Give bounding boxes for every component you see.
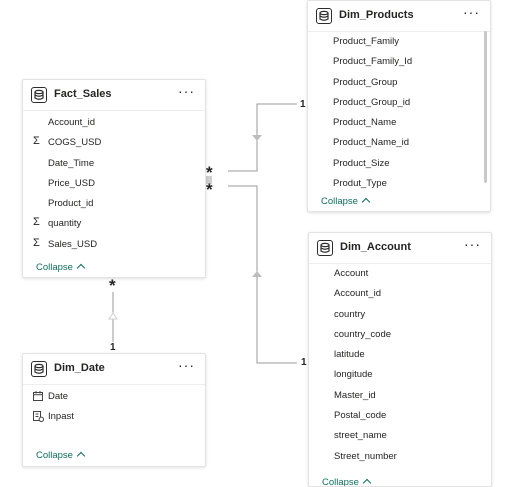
relationship-line-products	[228, 103, 297, 172]
cardinality-one-date: 1	[110, 342, 116, 353]
field-product-id[interactable]: Product_id	[48, 198, 94, 210]
field-longitude[interactable]: longitude	[334, 369, 373, 381]
table-title: Dim_Account	[340, 241, 411, 253]
field-account-id[interactable]: Account_id	[48, 117, 96, 128]
collapse-button[interactable]: Collapse	[36, 262, 86, 273]
sigma-icon: Σ	[33, 236, 40, 249]
field-product-group-id[interactable]: Product_Group_id	[333, 96, 411, 108]
chevron-up-icon	[76, 451, 86, 461]
field-list: Account Account_id country country_code …	[309, 264, 491, 467]
chevron-up-icon	[76, 263, 86, 273]
field-postal-code[interactable]: Postal_code	[334, 410, 387, 422]
sigma-icon: Σ	[33, 216, 40, 229]
database-table-icon	[31, 361, 47, 377]
table-card-dim-products[interactable]: Dim_Products ··· Product_Family Product_…	[307, 0, 491, 212]
relationship-handle	[206, 176, 212, 184]
database-table-icon	[316, 8, 332, 24]
field-date-time[interactable]: Date_Time	[48, 157, 95, 169]
table-card-dim-account[interactable]: Dim_Account ··· Account Account_id count…	[308, 232, 492, 487]
more-options-icon[interactable]: ···	[178, 357, 195, 373]
cardinality-one-products: 1	[300, 99, 306, 110]
table-title: Dim_Products	[339, 9, 414, 21]
field-latitude[interactable]: latitude	[334, 349, 365, 361]
field-product-name[interactable]: Product_Name	[333, 117, 397, 129]
field-master-id[interactable]: Master_id	[334, 389, 376, 401]
field-product-family-id[interactable]: Product_Family_Id	[333, 56, 413, 68]
calculated-column-icon	[33, 411, 45, 425]
field-produt-type[interactable]: Produt_Type	[333, 178, 387, 190]
chevron-up-icon	[362, 478, 372, 486]
field-product-group[interactable]: Product_Group	[333, 76, 398, 88]
collapse-button[interactable]: Collapse	[322, 477, 372, 486]
database-table-icon	[317, 240, 333, 256]
collapse-button[interactable]: Collapse	[321, 196, 371, 207]
chevron-up-icon	[361, 197, 371, 207]
cross-filter-arrow-account	[252, 271, 262, 277]
cross-filter-arrow-date	[108, 312, 118, 320]
cardinality-many-account: *	[206, 180, 213, 199]
table-header[interactable]: Dim_Date ···	[23, 354, 205, 385]
database-table-icon	[31, 87, 47, 103]
field-account-id[interactable]: Account_id	[334, 288, 382, 300]
cross-filter-arrow-products	[252, 135, 262, 141]
table-card-dim-date[interactable]: Dim_Date ··· Date Inpast Collapse	[22, 353, 206, 467]
field-product-family[interactable]: Product_Family	[333, 36, 399, 47]
scrollbar[interactable]	[484, 31, 487, 183]
field-country[interactable]: country	[334, 308, 366, 320]
sigma-icon: Σ	[33, 135, 40, 148]
table-title: Dim_Date	[54, 362, 105, 374]
table-header[interactable]: Dim_Account ···	[309, 233, 491, 264]
field-account[interactable]: Account	[334, 268, 369, 279]
field-street-name[interactable]: street_name	[334, 430, 387, 442]
cardinality-many-date: *	[109, 276, 116, 295]
field-list: Date Inpast	[23, 387, 205, 428]
field-product-size[interactable]: Product_Size	[333, 157, 390, 169]
cardinality-many-products: *	[206, 163, 213, 182]
table-header[interactable]: Dim_Products ···	[308, 1, 490, 32]
calendar-icon	[33, 391, 43, 404]
field-street-number[interactable]: Street_number	[334, 450, 397, 462]
field-price-usd[interactable]: Price_USD	[48, 177, 95, 189]
table-header[interactable]: Fact_Sales ···	[23, 80, 205, 111]
collapse-button[interactable]: Collapse	[36, 450, 86, 461]
cardinality-one-account: 1	[301, 357, 307, 368]
field-country-code[interactable]: country_code	[334, 328, 392, 340]
field-date[interactable]: Date	[23, 387, 205, 407]
field-list: Product_Family Product_Family_Id Product…	[308, 32, 490, 194]
more-options-icon[interactable]: ···	[464, 236, 481, 252]
more-options-icon[interactable]: ···	[178, 83, 195, 99]
table-title: Fact_Sales	[54, 88, 112, 100]
field-inpast[interactable]: Inpast	[23, 407, 205, 427]
field-product-name-id[interactable]: Product_Name_id	[333, 137, 410, 149]
relationship-line-account	[228, 185, 297, 364]
more-options-icon[interactable]: ···	[463, 4, 480, 20]
